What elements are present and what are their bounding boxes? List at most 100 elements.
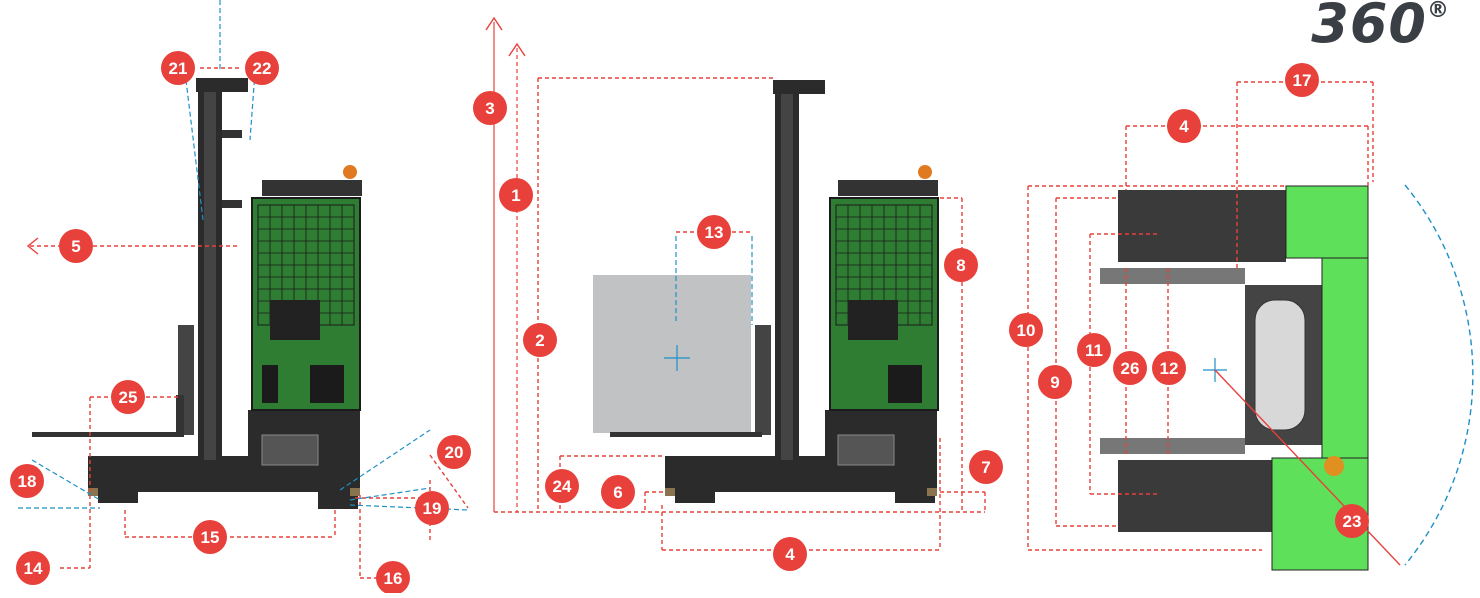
badge-label: 14 [24, 559, 43, 578]
dimension-badge: 4 [773, 537, 807, 571]
top-frame-upper [1118, 190, 1286, 262]
dimension-badge: 6 [601, 475, 635, 509]
badge-label: 19 [423, 499, 442, 518]
badge-circle [499, 178, 533, 212]
front-wheel [98, 487, 138, 503]
badge-label: 8 [956, 256, 965, 275]
dimension-badge: 4 [1167, 109, 1201, 143]
brand-logo: 360® [1311, 0, 1450, 55]
dimension-badge: 2 [523, 323, 557, 357]
dimension-badge: 15 [193, 520, 227, 554]
beacon-icon [343, 165, 357, 179]
dimension-badge: 3 [473, 91, 507, 125]
dimension-badge: 13 [697, 215, 731, 249]
badge-label: 18 [18, 472, 37, 491]
rear-panel [837, 434, 895, 466]
top-frame-lower [1118, 460, 1278, 532]
mast-inner [781, 92, 793, 460]
rear-wheel [318, 487, 358, 509]
badge-circle [1152, 351, 1186, 385]
side-view [18, 0, 469, 579]
seat [270, 300, 320, 340]
badge-circle [437, 435, 471, 469]
top-dimensions [1027, 81, 1374, 551]
badge-circle [969, 450, 1003, 484]
badge-label: 12 [1160, 359, 1179, 378]
roof-lights [262, 180, 362, 196]
carriage [755, 325, 771, 435]
badge-label: 25 [119, 388, 138, 407]
dimension-badge: 5 [59, 229, 93, 263]
forks-upper [1100, 268, 1245, 284]
badge-label: 3 [485, 99, 494, 118]
fork-vertical [176, 395, 184, 437]
badge-circle [415, 491, 449, 525]
mast-bracket [222, 200, 242, 208]
badge-circle [1285, 63, 1319, 97]
fork-tine [610, 432, 762, 437]
arrow-up-icon [485, 16, 503, 31]
mast-top [196, 78, 248, 92]
dimension-badge: 16 [376, 561, 410, 595]
dimension-badge: 8 [944, 248, 978, 282]
side-centerlines [18, 0, 469, 511]
green-body [1321, 257, 1369, 459]
badge-circle [1077, 333, 1111, 367]
badge-label: 26 [1121, 359, 1140, 378]
dimension-badge: 26 [1113, 351, 1147, 385]
badge-label: 17 [1293, 71, 1312, 90]
badge-circle [545, 469, 579, 503]
mast-top [773, 80, 825, 94]
badge-circle [473, 91, 507, 125]
arrow-up-icon [508, 42, 526, 57]
dimension-badge: 19 [415, 491, 449, 525]
badge-circle [376, 561, 410, 595]
steering-wheel-icon [1324, 456, 1344, 476]
front-wheel [675, 487, 715, 503]
badge-label: 20 [445, 443, 464, 462]
side-dimensions [30, 67, 469, 579]
badge-circle [601, 475, 635, 509]
wheel-trim [350, 488, 360, 496]
rotation-arc [1404, 184, 1474, 566]
seat [848, 300, 898, 340]
wheel-trim [88, 488, 98, 496]
badge-label: 1 [511, 186, 520, 205]
badge-label: 9 [1050, 373, 1059, 392]
cabin-door-panel [310, 365, 344, 403]
badge-circle [10, 464, 44, 498]
badge-label: 7 [981, 458, 990, 477]
dimension-badge: 1 [499, 178, 533, 212]
dimension-badge: 21 [161, 51, 195, 85]
badge-circle [16, 551, 50, 585]
dimension-badge: 7 [969, 450, 1003, 484]
badge-label: 5 [71, 237, 80, 256]
forks-lower [1100, 438, 1245, 454]
badge-circle [1167, 109, 1201, 143]
badge-circle [245, 51, 279, 85]
cabin-door-panel [262, 365, 278, 403]
badge-circle [1009, 313, 1043, 347]
badge-circle [944, 248, 978, 282]
badge-label: 24 [553, 477, 572, 496]
beacon-icon [918, 165, 932, 179]
dimension-badge: 20 [437, 435, 471, 469]
rotation-plate [1254, 299, 1306, 431]
badge-label: 21 [169, 59, 188, 78]
badge-label: 16 [384, 569, 403, 588]
dimension-badge: 17 [1285, 63, 1319, 97]
badge-circle [111, 380, 145, 414]
badge-label: 13 [705, 223, 724, 242]
badge-circle [1335, 504, 1369, 538]
badge-circle [697, 215, 731, 249]
dimension-badge: 9 [1038, 365, 1072, 399]
badge-label: 4 [785, 545, 795, 564]
dimension-badge: 12 [1152, 351, 1186, 385]
green-cabin-top [1285, 185, 1369, 259]
dimension-badge: 24 [545, 469, 579, 503]
dimension-badge: 25 [111, 380, 145, 414]
badge-label: 11 [1085, 341, 1103, 360]
badge-circle [773, 537, 807, 571]
